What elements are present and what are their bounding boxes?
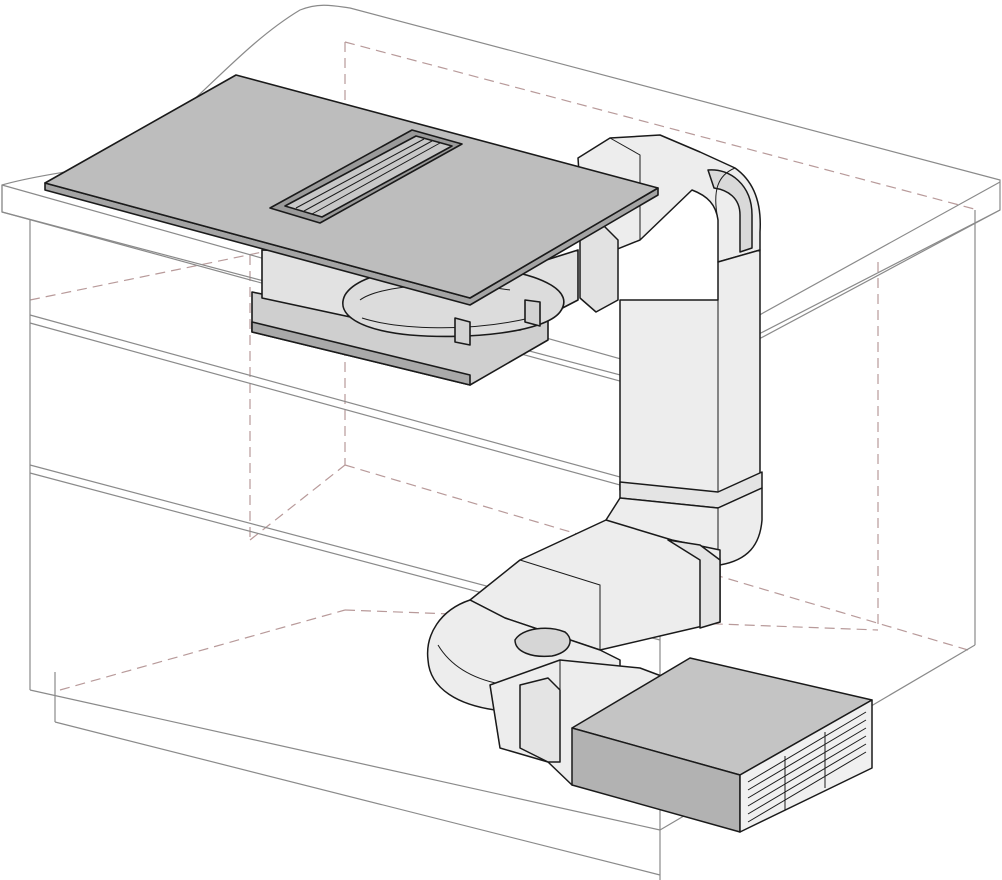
top-elbow-duct <box>577 134 761 263</box>
hob-glass <box>44 74 659 306</box>
side-clip <box>454 317 471 346</box>
outlet-joint-band <box>519 677 561 763</box>
ducting-system <box>426 134 873 833</box>
vertical-riser-duct <box>619 249 761 501</box>
hob-outlet-flange <box>579 225 619 313</box>
downdraft-vent-slot <box>269 129 463 224</box>
grille-slats <box>747 711 867 823</box>
horizontal-joint-band <box>667 539 721 629</box>
